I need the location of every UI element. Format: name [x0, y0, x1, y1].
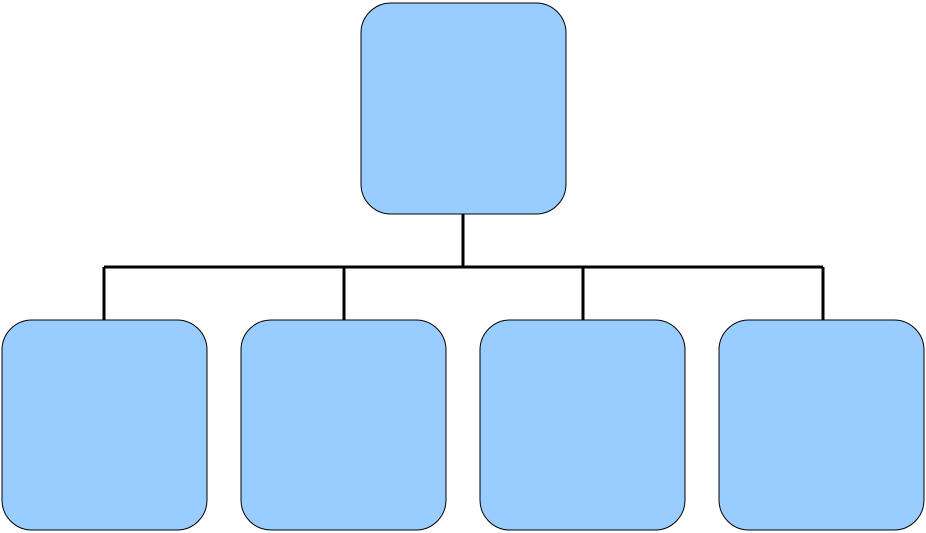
connector-lines — [102, 214, 825, 320]
child-node-1[interactable] — [1, 319, 208, 531]
child-node-2[interactable] — [240, 319, 447, 531]
child-node-4[interactable] — [718, 319, 925, 531]
child-node-3[interactable] — [479, 319, 686, 531]
root-node[interactable] — [360, 2, 567, 215]
